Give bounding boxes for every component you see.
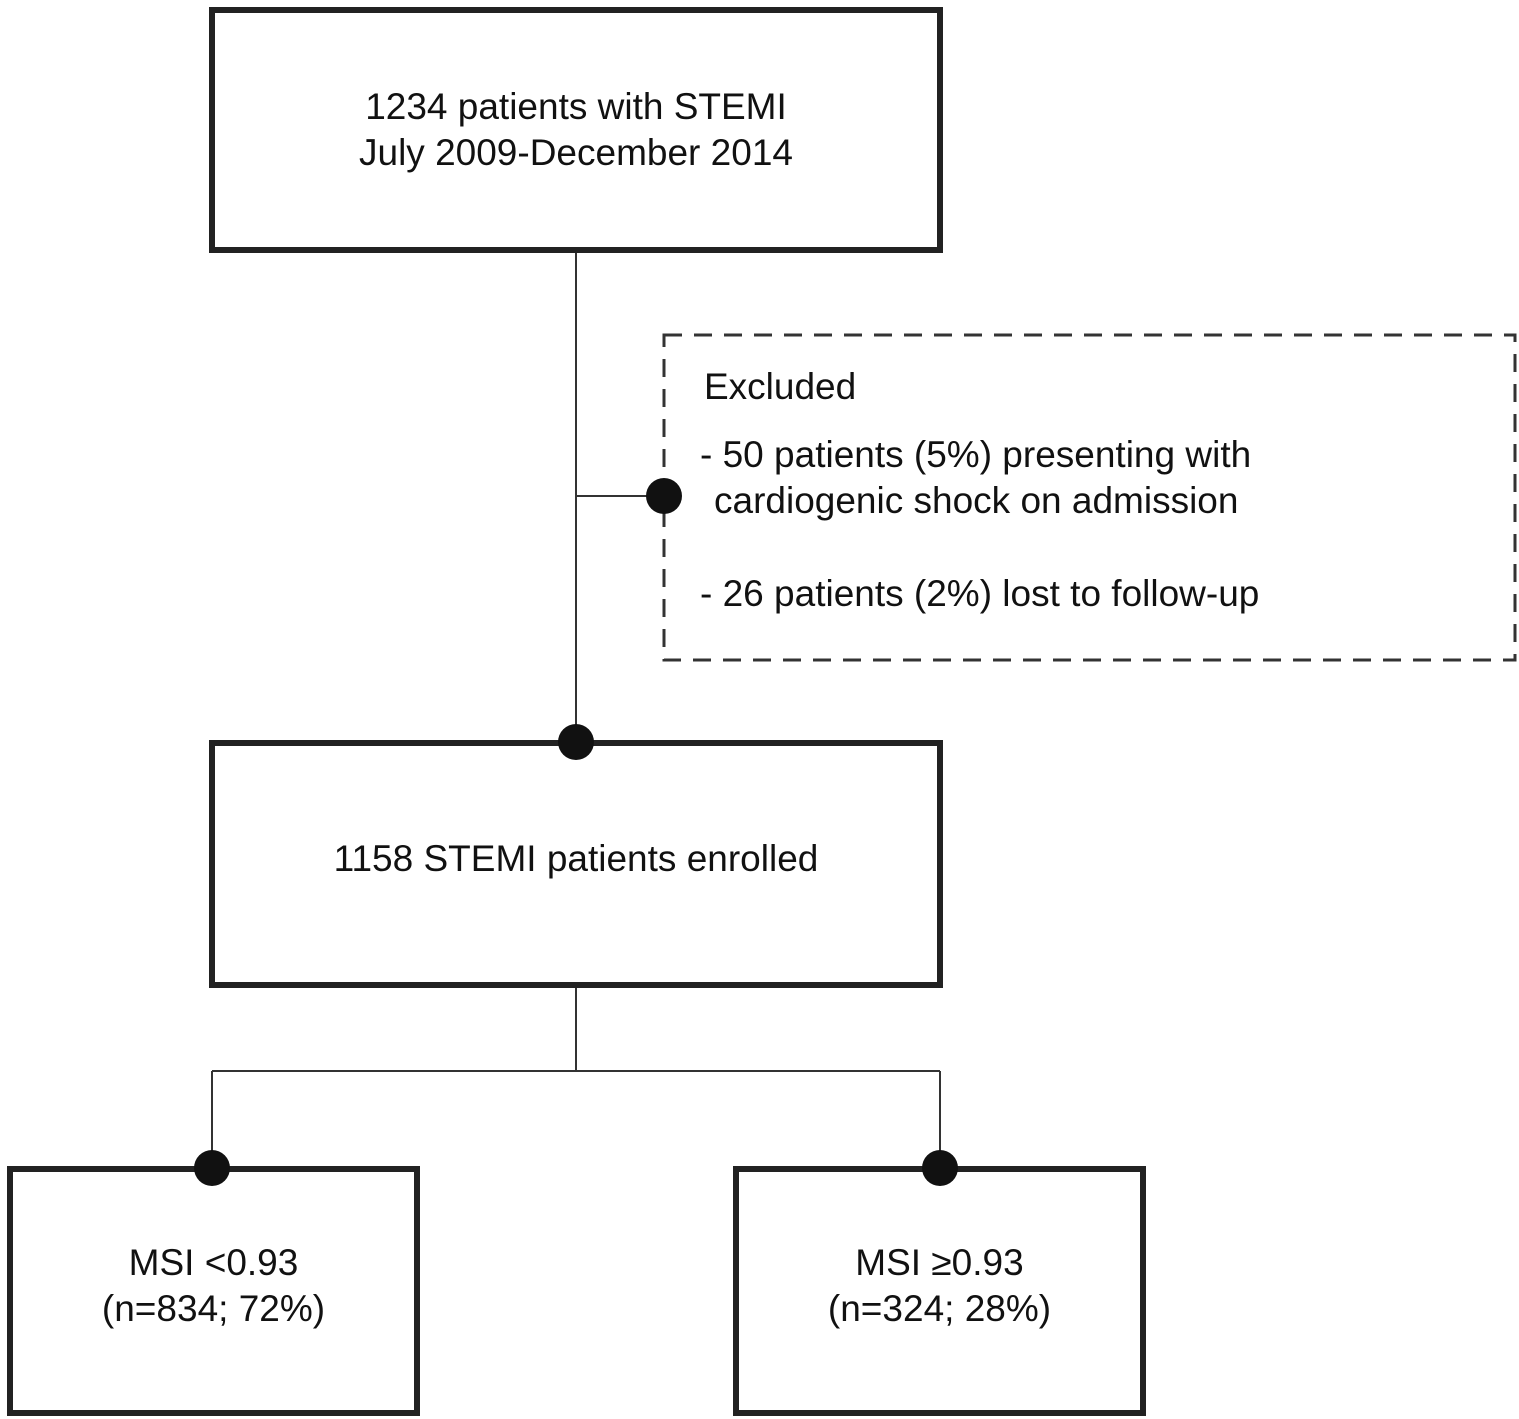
excluded-item-cardiogenic-shock: - 50 patients (5%) presenting with cardi… [700, 432, 1251, 524]
msi-low-count: (n=834; 72%) [101, 1288, 326, 1329]
msi-high-count: (n=324; 28%) [827, 1288, 1052, 1329]
msi-high-label: MSI ≥0.93 [855, 1242, 1024, 1283]
msi-high-box: MSI ≥0.93 (n=324; 28%) [733, 1166, 1146, 1416]
msi-low-label: MSI <0.93 [128, 1242, 299, 1283]
excluded-title: Excluded [704, 366, 857, 407]
excluded-box-border [662, 333, 1517, 662]
excluded-item-line: cardiogenic shock on admission [714, 480, 1239, 521]
excluded-item-line: - 26 patients (2%) lost to follow-up [700, 573, 1260, 614]
msi-low-box: MSI <0.93 (n=834; 72%) [7, 1166, 420, 1416]
total-patients-box: 1234 patients with STEMI July 2009-Decem… [209, 7, 943, 253]
study-period-label: July 2009-December 2014 [359, 132, 793, 173]
enrolled-patients-box: 1158 STEMI patients enrolled [209, 740, 943, 988]
excluded-item-line: - 50 patients (5%) presenting with [700, 434, 1252, 475]
excluded-box: Excluded - 50 patients (5%) presenting w… [662, 334, 1514, 660]
total-patients-label: 1234 patients with STEMI [365, 86, 787, 127]
enrolled-patients-label: 1158 STEMI patients enrolled [333, 838, 819, 879]
excluded-item-lost-follow-up: - 26 patients (2%) lost to follow-up [700, 571, 1259, 617]
